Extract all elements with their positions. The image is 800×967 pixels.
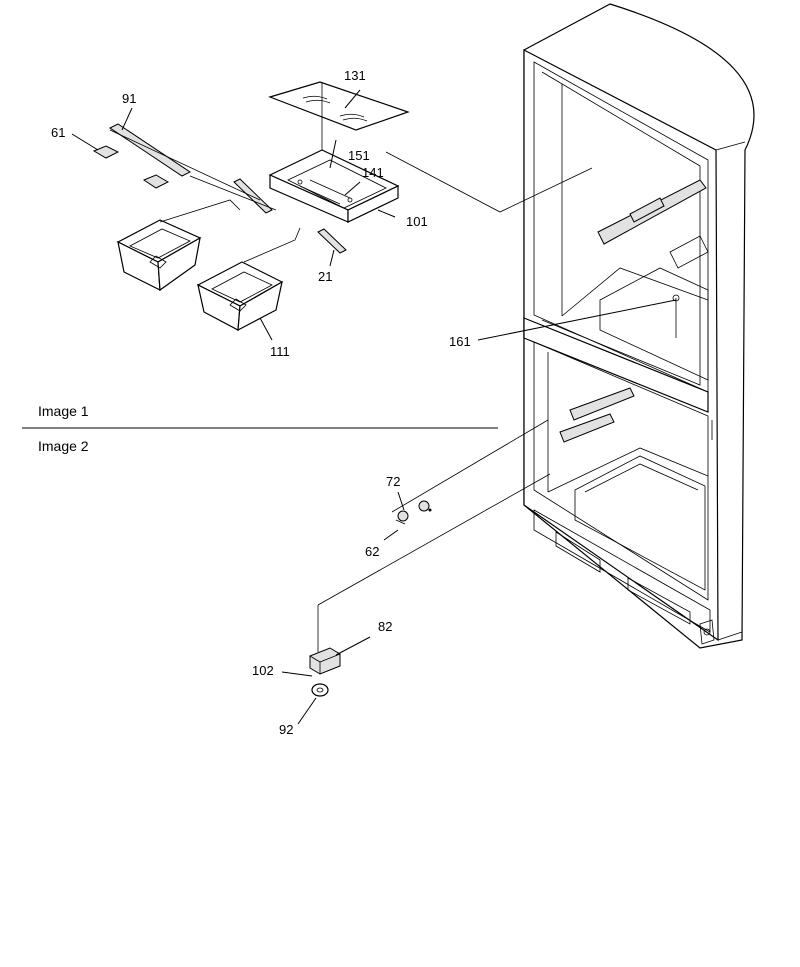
hinge-pin-parts <box>383 419 549 541</box>
bracket-part <box>92 145 120 159</box>
callout-131: 131 <box>344 68 366 83</box>
callout-101: 101 <box>406 214 428 229</box>
refrigerator-cabinet <box>523 3 755 649</box>
leader-161 <box>477 299 677 341</box>
leader-lines-image1 <box>71 82 593 341</box>
callout-92: 92 <box>279 722 293 737</box>
rail-part <box>109 123 191 177</box>
bracket-part-2 <box>142 174 170 189</box>
callout-labels: 131 91 61 151 141 101 21 111 161 72 62 8… <box>38 68 471 737</box>
callout-141: 141 <box>362 165 384 180</box>
roller-assembly <box>281 473 551 725</box>
crisper-drawer-left <box>116 219 202 292</box>
callout-72: 72 <box>386 474 400 489</box>
callout-91: 91 <box>122 91 136 106</box>
callout-151: 151 <box>348 148 370 163</box>
callout-61: 61 <box>51 125 65 140</box>
callout-161: 161 <box>449 334 471 349</box>
callout-82: 82 <box>378 619 392 634</box>
callout-111: 111 <box>270 344 290 359</box>
callout-21: 21 <box>318 269 332 284</box>
crisper-drawer-right <box>196 261 284 332</box>
section-label-image2: Image 2 <box>38 438 89 454</box>
glass-shelf-part <box>268 81 410 131</box>
section-label-image1: Image 1 <box>38 403 89 419</box>
callout-102: 102 <box>252 663 274 678</box>
screw-161 <box>672 294 680 302</box>
callout-62: 62 <box>365 544 379 559</box>
shelf-frame-part <box>268 149 400 223</box>
rail-part-21 <box>317 228 347 254</box>
